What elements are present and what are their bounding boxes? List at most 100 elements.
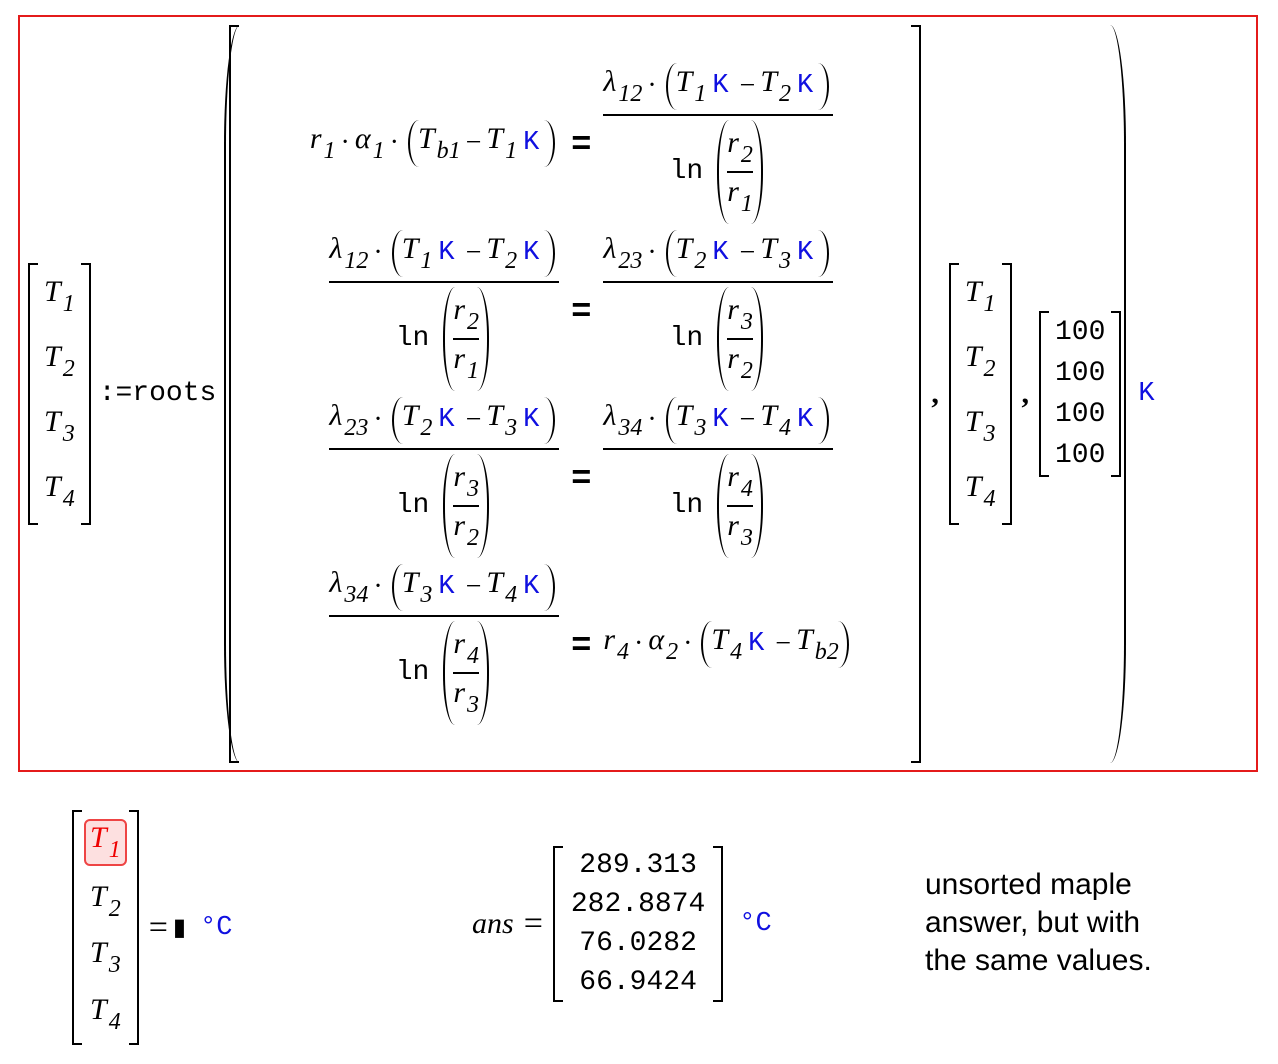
variable: T3: [760, 231, 792, 274]
unit-K: K: [438, 238, 455, 268]
equals-sign: =: [571, 624, 592, 663]
variable: T1: [675, 64, 707, 107]
subscript: 12: [344, 247, 369, 274]
denominator: r3: [453, 676, 479, 719]
operator: ·: [389, 127, 399, 158]
operator: −: [465, 237, 482, 268]
variable: r1: [727, 174, 753, 217]
unit-K: K: [438, 572, 455, 602]
unit-K: K: [523, 405, 540, 435]
operator: −: [739, 70, 756, 101]
subscript: 3: [740, 308, 753, 335]
variable: T2: [760, 64, 792, 107]
unit-K: K: [712, 405, 729, 435]
subscript: 2: [467, 524, 479, 551]
fraction: r2 r1: [727, 126, 753, 218]
equals-sign: =: [571, 457, 592, 496]
numerator: r2: [727, 126, 753, 169]
operator: ·: [340, 127, 350, 158]
operator: −: [775, 628, 792, 659]
variable: α2: [648, 622, 679, 665]
subscript: 1: [505, 137, 518, 164]
fraction-bar: [603, 113, 834, 116]
unit-K: K: [712, 238, 729, 268]
selected-element[interactable]: T1: [84, 818, 127, 866]
subscript: 4: [62, 485, 75, 512]
subscript: 4: [467, 642, 479, 669]
guess-value: 100: [1055, 439, 1106, 471]
variable: T1: [90, 820, 121, 863]
operator: −: [739, 404, 756, 435]
subscript: 3: [779, 247, 792, 274]
guess-value: 100: [1055, 316, 1106, 348]
unit-degC[interactable]: °C: [200, 912, 233, 943]
operator: −: [739, 237, 756, 268]
vector-element: T1: [964, 274, 996, 317]
variable: r3: [727, 292, 753, 335]
fraction-bar: [603, 280, 834, 283]
function-ln: ln: [395, 323, 430, 354]
function-ln: ln: [669, 156, 704, 187]
subscript: 1: [372, 137, 385, 164]
subscript: 1: [62, 290, 75, 317]
numerator: r3: [727, 293, 753, 336]
subscript: 3: [108, 952, 121, 979]
subscript: b1: [436, 137, 461, 164]
ans-value: 76.0282: [579, 928, 697, 959]
unit-degC: °C: [739, 909, 772, 939]
denominator: ln r2 r1: [669, 119, 767, 224]
subscript: 12: [618, 80, 643, 107]
variable: T2: [401, 398, 433, 441]
fraction: r3 r2: [727, 293, 753, 385]
subscript: 34: [618, 414, 643, 441]
variable: λ34: [603, 398, 643, 441]
operator: ·: [373, 404, 383, 435]
subscript: 2: [779, 80, 792, 107]
fraction-bar: [727, 504, 753, 507]
variable: r2: [727, 341, 753, 384]
note-line: answer, but with: [925, 906, 1141, 939]
subscript: 3: [62, 420, 75, 447]
subscript: 1: [740, 190, 753, 217]
unit-K: K: [523, 572, 540, 602]
subscript: 1: [694, 80, 707, 107]
subscript: 23: [344, 414, 369, 441]
guess-value: 100: [1055, 357, 1106, 389]
unit-placeholder[interactable]: ▮: [172, 915, 187, 941]
subscript: b2: [814, 638, 839, 665]
fraction-bar: [329, 614, 560, 617]
variable: λ12: [329, 231, 369, 274]
vector-element: T3: [90, 936, 121, 979]
operator: ·: [634, 628, 644, 659]
variable: Tb1: [417, 121, 461, 164]
unit-K[interactable]: K: [1138, 378, 1155, 409]
subscript: 3: [740, 524, 753, 551]
unit-K: K: [797, 238, 814, 268]
